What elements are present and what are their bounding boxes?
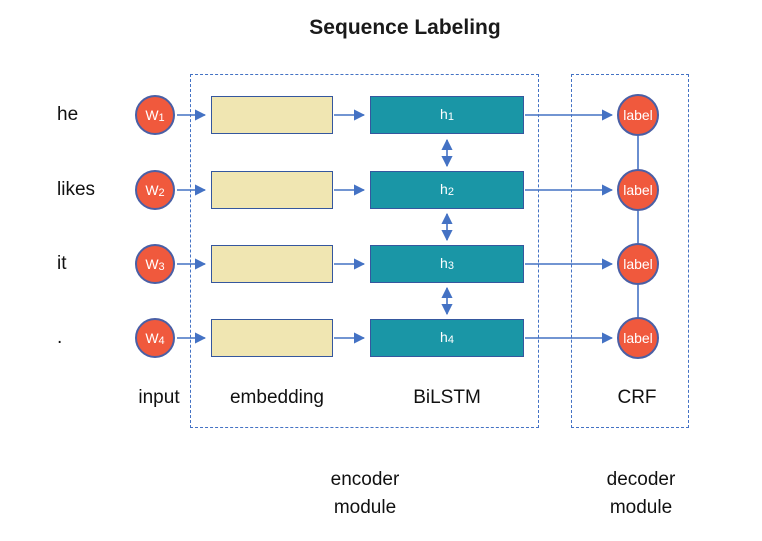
label-text: label	[623, 256, 653, 272]
bilstm-hidden-box: h4	[370, 319, 524, 357]
embedding-box	[211, 171, 333, 209]
token-base: W	[145, 256, 159, 272]
label-text: label	[623, 182, 653, 198]
token-base: W	[145, 330, 159, 346]
label-text: label	[623, 107, 653, 123]
input-word: likes	[57, 179, 96, 200]
hidden-subscript: 3	[447, 260, 454, 272]
decoder-module-box	[571, 74, 689, 428]
embedding-box	[211, 245, 333, 283]
caption-line: decoder	[606, 469, 676, 490]
label-node: label	[617, 169, 659, 211]
encoder-module-caption: encoder module	[295, 466, 435, 522]
input-token-node: W2	[135, 170, 175, 210]
label-text: label	[623, 330, 653, 346]
token-base: W	[145, 182, 159, 198]
hidden-subscript: 4	[447, 334, 454, 346]
bilstm-hidden-box: h1	[370, 96, 524, 134]
input-word: .	[57, 327, 63, 348]
token-subscript: 1	[158, 112, 165, 124]
diagram-title: Sequence Labeling	[309, 16, 501, 39]
label-node: label	[617, 317, 659, 359]
embedding-box	[211, 319, 333, 357]
label-node: label	[617, 94, 659, 136]
input-token-node: W3	[135, 244, 175, 284]
input-token-node: W1	[135, 95, 175, 135]
token-subscript: 3	[158, 261, 165, 273]
input-token-node: W4	[135, 318, 175, 358]
token-subscript: 2	[158, 187, 165, 199]
hidden-subscript: 2	[447, 186, 454, 198]
hidden-base: h	[440, 181, 448, 197]
input-word: he	[57, 104, 79, 125]
hidden-subscript: 1	[447, 111, 454, 123]
token-subscript: 4	[158, 335, 165, 347]
label-node: label	[617, 243, 659, 285]
caption-line: module	[333, 497, 397, 518]
decoder-module-caption: decoder module	[571, 466, 711, 522]
bilstm-hidden-box: h2	[370, 171, 524, 209]
column-label-input: input	[138, 387, 180, 408]
hidden-base: h	[440, 255, 448, 271]
caption-line: module	[609, 497, 673, 518]
hidden-base: h	[440, 329, 448, 345]
column-label-crf: CRF	[617, 387, 657, 408]
column-label-embedding: embedding	[229, 387, 325, 408]
hidden-base: h	[440, 106, 448, 122]
token-base: W	[145, 107, 159, 123]
embedding-box	[211, 96, 333, 134]
caption-line: encoder	[330, 469, 400, 490]
input-word: it	[57, 253, 67, 274]
bilstm-hidden-box: h3	[370, 245, 524, 283]
encoder-module-box	[190, 74, 539, 428]
column-label-bilstm: BiLSTM	[413, 387, 481, 408]
